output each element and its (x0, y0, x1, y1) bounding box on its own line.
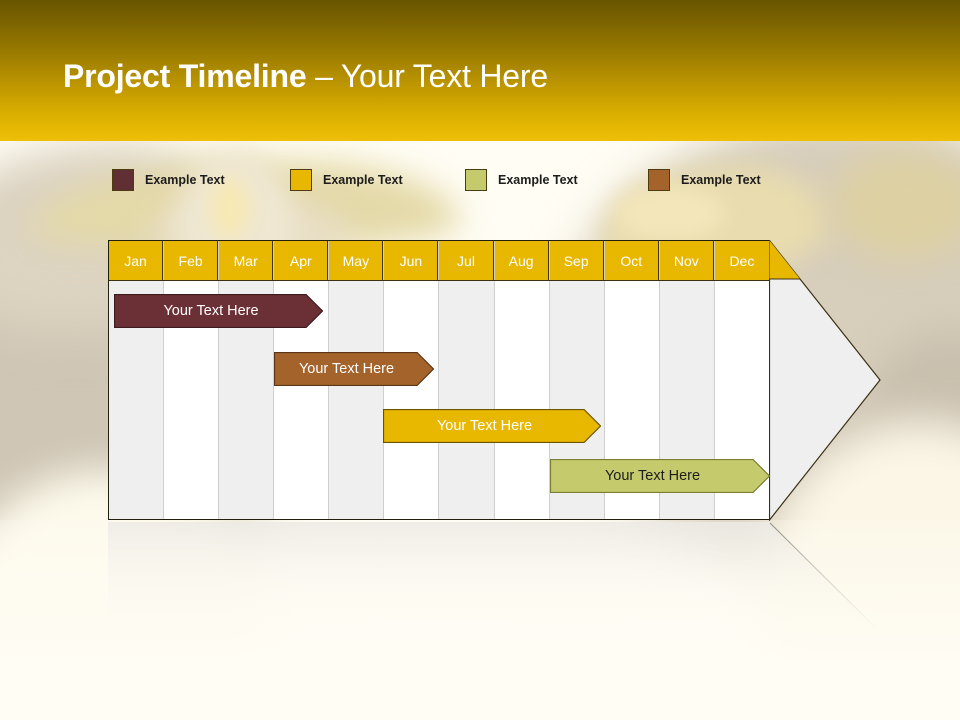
month-header-nov[interactable]: Nov (659, 241, 714, 280)
month-header-aug[interactable]: Aug (494, 241, 549, 280)
task-bar-2[interactable]: Your Text Here (274, 352, 434, 386)
legend-swatch-3 (465, 169, 487, 191)
background-blob (615, 186, 725, 241)
timeline-arrow-head (769, 240, 881, 521)
task-bar-shape-3 (383, 409, 601, 443)
legend-item-4[interactable]: Example Text (648, 168, 761, 192)
page-title-light: – Your Text Here (306, 58, 548, 94)
legend-label-3: Example Text (498, 173, 578, 187)
month-column-dec: Dec (714, 241, 769, 519)
legend-item-1[interactable]: Example Text (112, 168, 225, 192)
task-bar-shape-4 (550, 459, 770, 493)
month-column-jan: Jan (109, 241, 165, 519)
month-header-jun[interactable]: Jun (384, 241, 439, 280)
month-header-oct[interactable]: Oct (604, 241, 659, 280)
page-title: Project Timeline – Your Text Here (63, 58, 548, 95)
task-bar-label-4: Your Text Here (604, 468, 701, 484)
month-column-oct: Oct (604, 241, 660, 519)
legend-item-3[interactable]: Example Text (465, 168, 578, 192)
month-header-may[interactable]: May (329, 241, 384, 280)
legend-swatch-1 (112, 169, 134, 191)
background-blob (830, 150, 960, 260)
month-header-jul[interactable]: Jul (439, 241, 494, 280)
task-bar-4[interactable]: Your Text Here (550, 459, 770, 493)
task-bar-3[interactable]: Your Text Here (383, 409, 601, 443)
task-bar-shape-2 (274, 352, 434, 386)
task-bar-shape-1 (114, 294, 323, 328)
page-title-strong: Project Timeline (63, 58, 307, 94)
legend-item-2[interactable]: Example Text (290, 168, 403, 192)
month-column-jun: Jun (384, 241, 440, 519)
legend-label-4: Example Text (681, 173, 761, 187)
month-header-feb[interactable]: Feb (164, 241, 219, 280)
month-column-feb: Feb (164, 241, 220, 519)
month-header-mar[interactable]: Mar (219, 241, 274, 280)
task-bar-label-1: Your Text Here (163, 303, 259, 319)
header-banner (0, 0, 960, 141)
legend-label-2: Example Text (323, 173, 403, 187)
month-header-dec[interactable]: Dec (714, 241, 769, 280)
month-column-aug: Aug (494, 241, 550, 519)
task-bar-label-3: Your Text Here (436, 418, 533, 434)
background-blob (210, 178, 250, 238)
legend-label-1: Example Text (145, 173, 225, 187)
month-column-jul: Jul (439, 241, 495, 519)
task-bar-1[interactable]: Your Text Here (114, 294, 323, 328)
legend: Example Text Example Text Example Text Exam… (0, 168, 960, 194)
month-header-apr[interactable]: Apr (274, 241, 329, 280)
month-column-mar: Mar (219, 241, 275, 519)
month-header-sep[interactable]: Sep (549, 241, 604, 280)
month-header-jan[interactable]: Jan (109, 241, 164, 280)
legend-swatch-2 (290, 169, 312, 191)
chart-reflection (108, 522, 882, 647)
legend-swatch-4 (648, 169, 670, 191)
header-underline (109, 280, 769, 281)
task-bar-label-2: Your Text Here (298, 361, 395, 377)
